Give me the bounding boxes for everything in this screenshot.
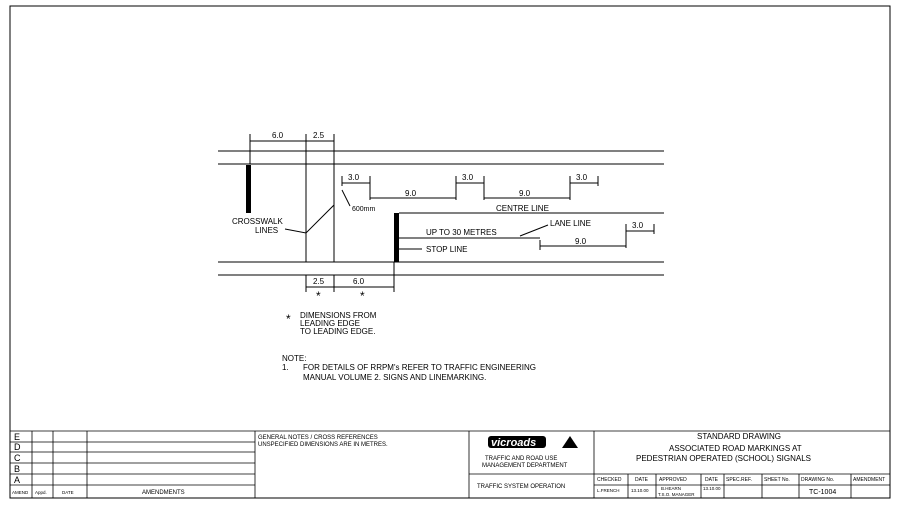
col-date: DATE <box>62 490 74 495</box>
leader-600mm <box>341 189 351 207</box>
logo-text: vicroads <box>491 437 536 449</box>
label-600mm: 600mm <box>352 206 376 213</box>
drawing-labels: 6.0 2.5 2.5 6.0 * * 3.0 3.0 3.0 9.0 9.0 … <box>232 131 644 382</box>
label-centre-line: CENTRE LINE <box>496 204 549 213</box>
approved-date: 13.10.00 <box>703 486 721 491</box>
traffic-system-operation: TRAFFIC SYSTEM OPERATION <box>477 484 565 490</box>
approved-name: B.HEARN <box>661 486 681 491</box>
col-appd: Appd. <box>35 490 47 495</box>
general-notes-1: GENERAL NOTES / CROSS REFERENCES <box>258 435 378 441</box>
amend-letter-e: E <box>14 432 20 442</box>
lane-gap-label: 9.0 <box>575 237 587 246</box>
drawing-no: TC-1004 <box>809 489 836 496</box>
centre-seg-3-label: 3.0 <box>576 173 588 182</box>
sheet-border <box>9 5 891 499</box>
lane-seg-label: 3.0 <box>632 221 644 230</box>
date2-label: DATE <box>705 477 719 483</box>
label-crosswalk-2: LINES <box>255 226 278 235</box>
amend-letter-a: A <box>14 475 20 485</box>
logo-triangle-icon <box>562 436 578 448</box>
label-crosswalk-1: CROSSWALK <box>232 217 283 226</box>
approved-label: APPROVED <box>659 477 687 483</box>
checked-date: 13.10.00 <box>631 488 649 493</box>
checked-label: CHECKED <box>597 477 622 483</box>
asterisk-1: * <box>316 289 321 303</box>
date-label: DATE <box>635 477 649 483</box>
note-line-2: MANUAL VOLUME 2. SIGNS AND LINEMARKING. <box>303 373 486 382</box>
title-line-2: PEDESTRIAN OPERATED (SCHOOL) SIGNALS <box>636 454 811 463</box>
stop-line <box>394 213 399 262</box>
road-markings-drawing <box>218 134 664 292</box>
amend-letter-d: D <box>14 442 21 452</box>
footnote-line-3: TO LEADING EDGE. <box>300 327 375 336</box>
title-line-1: ASSOCIATED ROAD MARKINGS AT <box>669 444 802 453</box>
standard-drawing: STANDARD DRAWING <box>697 432 781 441</box>
general-notes-2: UNSPECIFIED DIMENSIONS ARE IN METRES. <box>258 442 388 448</box>
dim-bottom-25: 2.5 <box>313 277 325 286</box>
amend-letter-b: B <box>14 464 20 474</box>
label-lane-line: LANE LINE <box>550 219 591 228</box>
footnote-line-1: DIMENSIONS FROM <box>300 311 377 320</box>
title-block <box>10 430 890 498</box>
spec-ref: SPEC.REF. <box>726 477 752 483</box>
footnote-line-2: LEADING EDGE <box>300 319 360 328</box>
amend-letter-c: C <box>14 453 21 463</box>
centre-seg-2-label: 3.0 <box>462 173 474 182</box>
label-up-to: UP TO 30 METRES <box>426 228 497 237</box>
sheet-no: SHEET No. <box>764 477 790 483</box>
drawing-no-label: DRAWING No. <box>801 477 834 483</box>
dim-top-25: 2.5 <box>313 131 325 140</box>
note-title: NOTE: <box>282 354 306 363</box>
amendment-label: AMENDMENT <box>853 477 885 483</box>
note-line-1: FOR DETAILS OF RRPM's REFER TO TRAFFIC E… <box>303 363 536 372</box>
col-amend: AMEND <box>12 490 29 495</box>
dim-top-6: 6.0 <box>272 131 284 140</box>
note-num: 1. <box>282 363 289 372</box>
footnote-asterisk: * <box>286 312 291 326</box>
col-amendments: AMENDMENTS <box>142 490 185 496</box>
centre-gap-1-label: 9.0 <box>405 189 417 198</box>
centre-gap-2-label: 9.0 <box>519 189 531 198</box>
dept-line-1: TRAFFIC AND ROAD USE <box>485 456 557 462</box>
checked-name: L.FRENCH <box>597 488 620 493</box>
approved-role: T.S.O. MANAGER <box>658 492 695 497</box>
vicroads-logo: vicroads <box>488 436 578 449</box>
centre-seg-1-label: 3.0 <box>348 173 360 182</box>
lane-line-leader <box>519 224 549 237</box>
leader-crosswalk <box>284 204 335 234</box>
left-stop-bar <box>246 165 251 213</box>
dim-bottom-6: 6.0 <box>353 277 365 286</box>
title-block-text: E D C B A AMEND Appd. DATE AMENDMENTS GE… <box>12 432 885 497</box>
dept-line-2: MANAGEMENT DEPARTMENT <box>482 463 568 469</box>
label-stop-line: STOP LINE <box>426 245 468 254</box>
asterisk-2: * <box>360 289 365 303</box>
